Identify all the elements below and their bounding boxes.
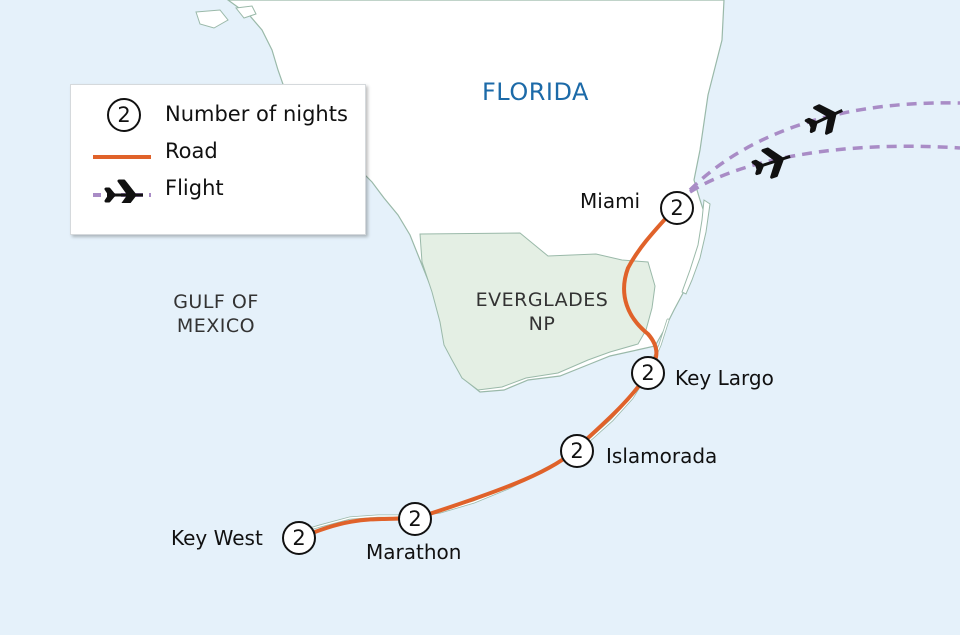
stop-marker-key-largo[interactable]: 2	[631, 356, 665, 390]
everglades-park-area	[419, 232, 656, 391]
gulf-label-line: MEXICO	[176, 315, 256, 337]
legend-label-flight: Flight	[165, 176, 224, 200]
legend-row-nights: 2 Number of nights	[71, 98, 365, 132]
flight-route	[689, 144, 960, 194]
airplane-icon	[804, 104, 843, 135]
stop-label-key-west: Key West	[171, 526, 263, 550]
legend-symbol-nights: 2	[93, 98, 151, 132]
legend-row-flight: Flight	[71, 173, 365, 203]
road-line-icon	[93, 155, 151, 159]
legend-label-road: Road	[165, 139, 218, 163]
stop-label-marathon: Marathon	[366, 540, 462, 564]
map-legend: 2 Number of nights Road Flight	[70, 84, 366, 235]
island	[235, 5, 257, 19]
everglades-label-line: EVERGLADES	[475, 289, 609, 311]
barrier-island	[681, 199, 711, 295]
stop-marker-miami[interactable]: 2	[660, 191, 694, 225]
stop-marker-marathon[interactable]: 2	[398, 502, 432, 536]
island	[195, 9, 229, 29]
stop-label-miami: Miami	[580, 189, 641, 213]
legend-row-road: Road	[71, 136, 365, 166]
gulf-label: GULF OF MEXICO	[156, 290, 276, 338]
airplane-icon	[104, 179, 143, 203]
stop-label-key-largo: Key Largo	[675, 366, 774, 390]
state-label: FLORIDA	[482, 78, 589, 106]
stop-marker-islamorada[interactable]: 2	[560, 434, 594, 468]
airplane-icon	[751, 147, 791, 179]
flight-route	[688, 101, 960, 192]
flight-line-icon	[93, 179, 151, 203]
stop-marker-key-west[interactable]: 2	[282, 521, 316, 555]
everglades-label-line: NP	[528, 313, 556, 335]
stop-label-islamorada: Islamorada	[606, 444, 718, 468]
nights-circle-icon: 2	[107, 98, 141, 132]
everglades-label: EVERGLADES NP	[462, 288, 622, 336]
gulf-label-line: GULF OF	[173, 291, 259, 313]
legend-label-nights: Number of nights	[165, 102, 348, 126]
